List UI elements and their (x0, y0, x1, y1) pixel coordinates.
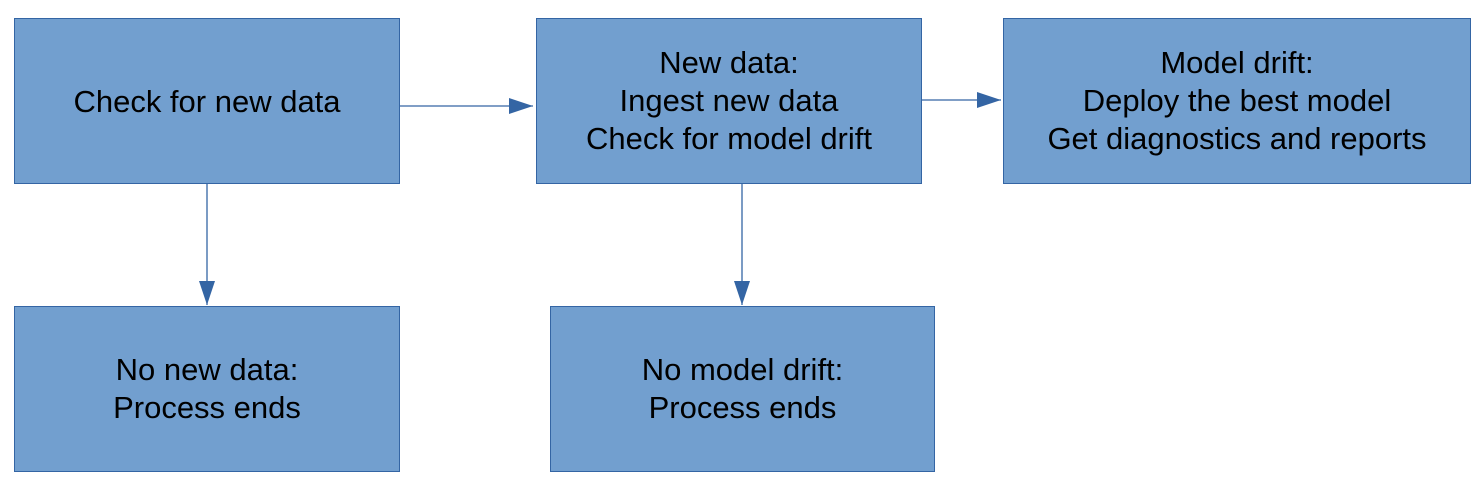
node-label-line: No model drift: (641, 352, 844, 387)
node-new-data: New data: Ingest new data Check for mode… (536, 18, 922, 184)
node-label-line: Model drift: (1160, 45, 1314, 80)
node-check-for-new-data: Check for new data (14, 18, 400, 184)
node-label-line: No new data: (115, 352, 299, 387)
node-label-line: Check for new data (73, 84, 341, 119)
node-label-line: Process ends (648, 390, 837, 425)
node-label-line: Check for model drift (586, 121, 872, 156)
node-label-line: Deploy the best model (1082, 83, 1392, 118)
node-label-line: Ingest new data (619, 83, 839, 118)
node-no-new-data: No new data: Process ends (14, 306, 400, 472)
node-label-line: Get diagnostics and reports (1047, 121, 1427, 156)
node-no-model-drift: No model drift: Process ends (550, 306, 935, 472)
node-label-line: New data: (659, 45, 799, 80)
node-label-line: Process ends (113, 390, 301, 425)
node-model-drift: Model drift: Deploy the best model Get d… (1003, 18, 1471, 184)
